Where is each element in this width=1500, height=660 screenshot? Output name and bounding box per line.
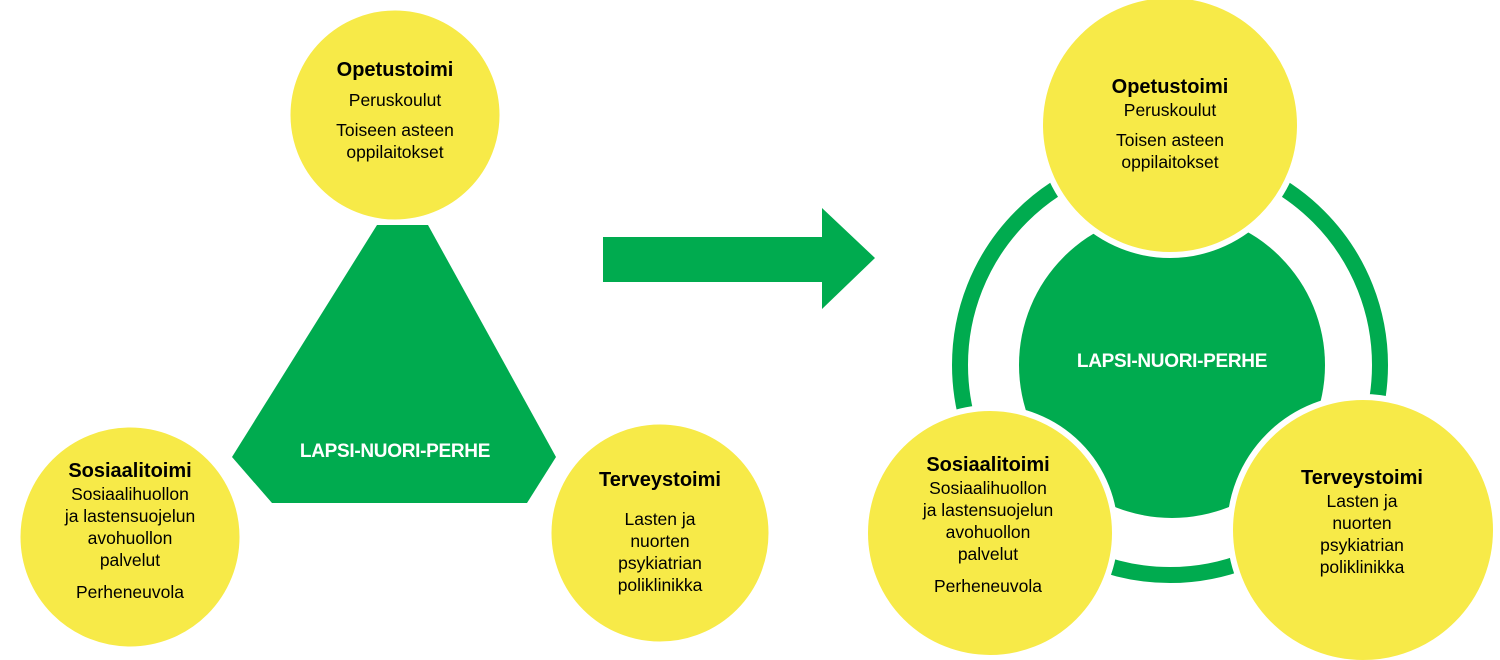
right-node-opetustoimi: Opetustoimi Peruskoulut Toisen asteen op… (1080, 75, 1260, 173)
node-line: Toisen asteen (1116, 130, 1224, 150)
node-line: Perheneuvola (76, 582, 184, 602)
node-title: Opetustoimi (336, 59, 454, 81)
node-line: Lasten ja (1326, 491, 1398, 511)
right-node-sosiaalitoimi: Sosiaalitoimi Sosiaalihuollon ja lastens… (888, 453, 1088, 597)
node-line: ja lastensuojelun (922, 500, 1054, 520)
node-line: Peruskoulut (348, 90, 442, 110)
right-node-terveystoimi: Terveystoimi Lasten ja nuorten psykiatri… (1272, 466, 1452, 578)
node-line: ja lastensuojelun (64, 506, 196, 526)
node-line: Toiseen asteen (336, 120, 454, 140)
node-line: oppilaitokset (346, 142, 444, 162)
right-center-circle (1019, 212, 1325, 518)
node-line: Perheneuvola (934, 576, 1042, 596)
node-line: psykiatrian (1320, 535, 1404, 555)
node-line: palvelut (957, 544, 1019, 564)
node-line: Sosiaalihuollon (929, 478, 1047, 498)
node-line: Lasten ja (624, 509, 696, 529)
node-line: avohuollon (945, 522, 1031, 542)
left-center-triangle (232, 225, 556, 503)
right-node-sosiaalitoimi-circle (862, 405, 1118, 660)
node-title: Sosiaalitoimi (926, 454, 1050, 476)
right-center-label: LAPSI-NUORI-PERHE (1076, 351, 1268, 372)
node-line: psykiatrian (618, 553, 702, 573)
node-title: Terveystoimi (599, 469, 721, 491)
left-node-opetustoimi-circle (285, 5, 505, 225)
node-line: Sosiaalihuollon (71, 484, 189, 504)
node-line: nuorten (1332, 513, 1392, 533)
right-node-terveystoimi-circle (1227, 394, 1499, 660)
node-line: oppilaitokset (1121, 152, 1219, 172)
transition-arrow (603, 208, 875, 309)
left-node-terveystoimi-circle (546, 419, 774, 647)
node-line: avohuollon (87, 528, 173, 548)
node-line: nuorten (630, 531, 690, 551)
node-title: Opetustoimi (1111, 76, 1229, 98)
left-node-opetustoimi: Opetustoimi Peruskoulut Toiseen asteen o… (305, 58, 485, 163)
left-node-terveystoimi: Terveystoimi Lasten ja nuorten psykiatri… (570, 468, 750, 596)
node-line: palvelut (99, 550, 161, 570)
node-line: poliklinikka (1319, 557, 1405, 577)
node-line: Peruskoulut (1123, 100, 1217, 120)
left-center-label: LAPSI-NUORI-PERHE (299, 441, 491, 462)
left-node-sosiaalitoimi-circle (15, 422, 245, 652)
node-title: Sosiaalitoimi (68, 460, 192, 482)
node-line: poliklinikka (617, 575, 703, 595)
left-node-sosiaalitoimi: Sosiaalitoimi Sosiaalihuollon ja lastens… (30, 459, 230, 603)
right-node-opetustoimi-circle (1037, 0, 1303, 258)
node-title: Terveystoimi (1301, 467, 1423, 489)
